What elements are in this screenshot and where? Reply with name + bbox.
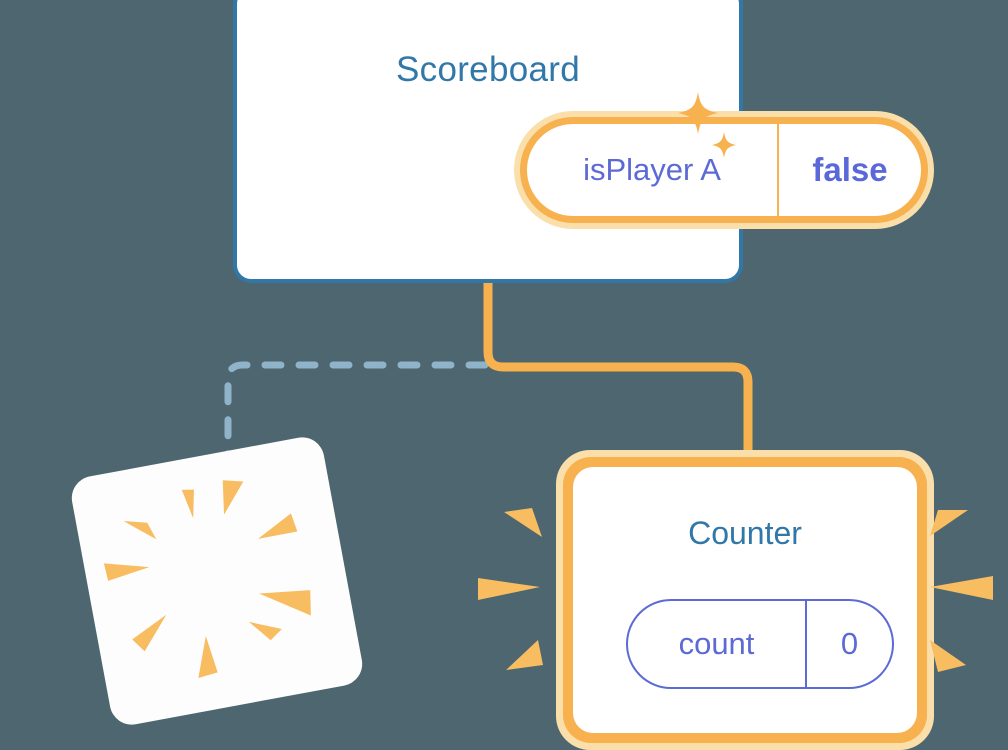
scoreboard-card[interactable]: Scoreboard isPlayer A false [233, 0, 934, 283]
burst-ray [248, 621, 282, 641]
counter-ray-group [478, 508, 993, 672]
scoreboard-pill-value: false [812, 151, 888, 188]
counter-ray-right [930, 640, 966, 672]
burst-ray [258, 590, 311, 616]
burst-ray [222, 480, 244, 515]
counter-ray-left [506, 640, 543, 670]
counter-ray-left [504, 508, 542, 537]
scoreboard-pill-ring: isPlayer A false [520, 117, 928, 223]
burst-ray-group-left [103, 480, 311, 679]
counter-ray-left [478, 578, 540, 600]
counter-card-ring: Counter count 0 [563, 457, 927, 743]
counter-pill-key: count [628, 601, 807, 687]
scoreboard-pill-key: isPlayer A [527, 124, 779, 216]
burst-ray [132, 614, 167, 652]
scoreboard-pill-highlight: isPlayer A false [514, 111, 934, 229]
dashed-connector-path [224, 296, 492, 489]
counter-card[interactable]: Counter count 0 [573, 467, 917, 733]
counter-pill-value: 0 [840, 626, 859, 661]
burst-ray [258, 513, 298, 539]
counter-title: Counter [688, 515, 802, 551]
scoreboard-title: Scoreboard [396, 50, 580, 89]
burst-ray [181, 489, 194, 519]
sparkle-small-icon [712, 132, 736, 158]
orange-connector-path [483, 278, 753, 470]
counter-ray-right [930, 510, 968, 536]
burst-ray [198, 635, 218, 679]
counter-ray-right [930, 576, 993, 600]
counter-state-pill[interactable]: count 0 [626, 599, 894, 689]
counter-card-highlight: Counter count 0 [556, 450, 934, 750]
burst-ray [103, 563, 150, 581]
burst-ray [123, 521, 157, 540]
sparkle-group [678, 92, 736, 158]
sparkle-large-icon [678, 92, 718, 134]
